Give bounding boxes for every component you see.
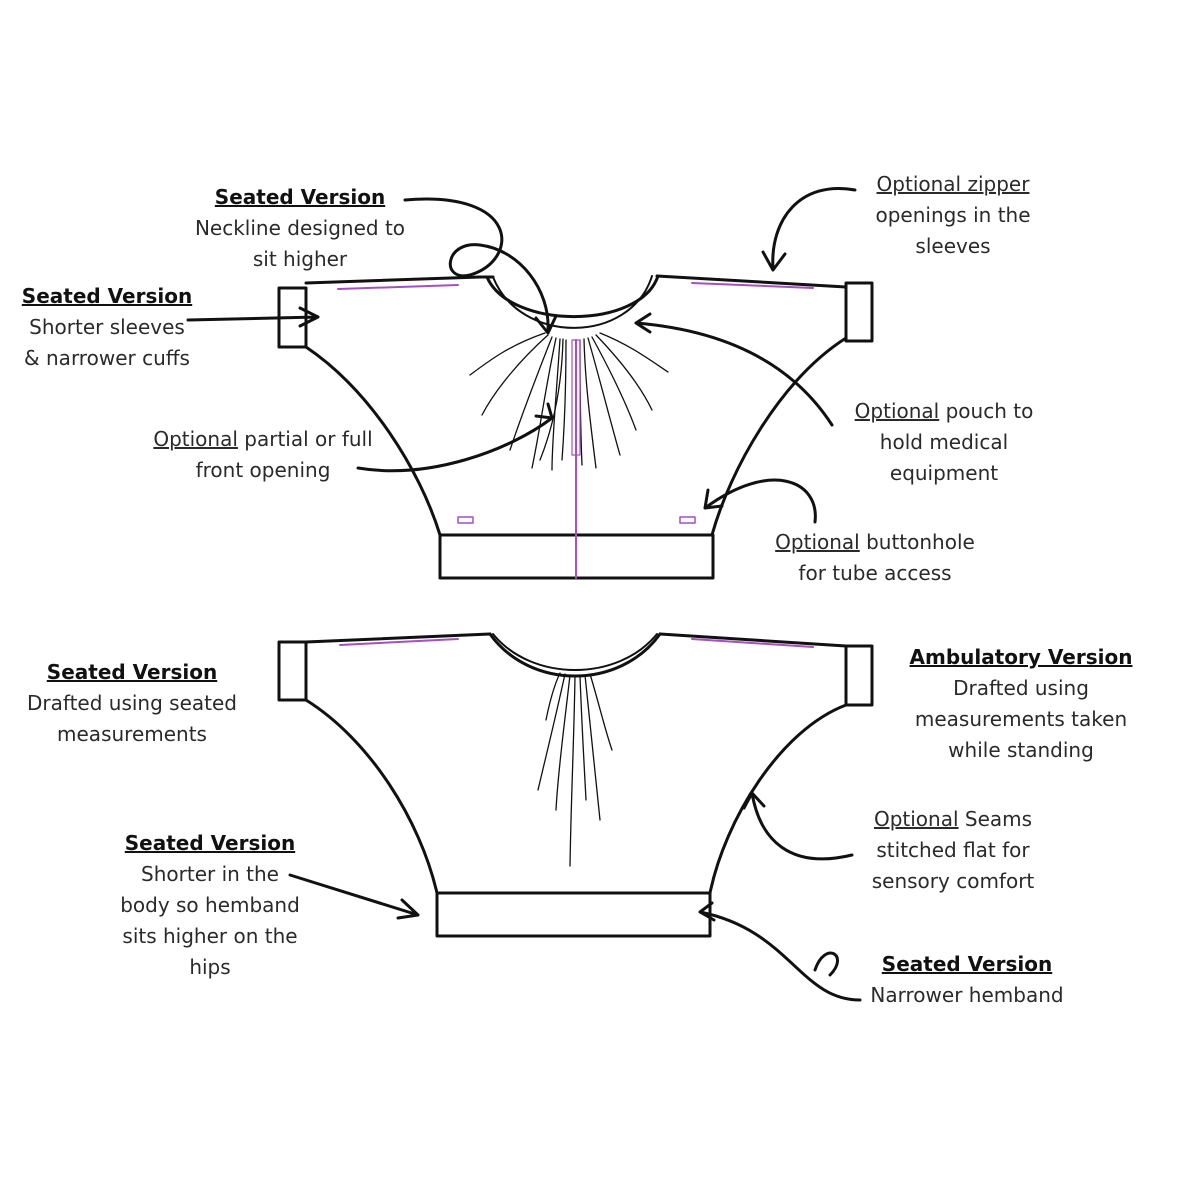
front-right-sleeve-zip — [691, 282, 814, 289]
label-drafted-seated-line1: Drafted using seated — [27, 691, 237, 715]
label-body-line3: sits higher on the — [122, 924, 298, 948]
arrow-sleeves — [186, 306, 320, 328]
label-opening-optional: Optional — [153, 427, 238, 451]
label-pouch-rest: pouch to — [939, 399, 1034, 423]
label-sleeves-line2: & narrower cuffs — [24, 346, 190, 370]
label-buttonhole-line2: for tube access — [798, 561, 952, 585]
label-body-line4: hips — [189, 955, 231, 979]
arrow-seams — [742, 791, 854, 861]
label-sleeves-title: Seated Version — [21, 284, 193, 308]
arrow-opening — [356, 402, 554, 473]
arrow-pouch — [634, 312, 834, 427]
arrow-buttonhole — [703, 478, 817, 524]
label-zipper-line1: openings in the — [875, 203, 1031, 227]
label-body-line2: body so hemband — [120, 893, 300, 917]
front-neckband — [492, 275, 653, 329]
arrow-neckline — [403, 197, 558, 335]
label-seams-line1: stitched flat for — [876, 838, 1030, 862]
front-gathers — [469, 332, 669, 471]
label-body-line1: Shorter in the — [141, 862, 279, 886]
label-seams: Optional Seams stitched flat for sensory… — [872, 804, 1035, 897]
callout-arrows — [186, 187, 862, 1002]
label-opening-line2: front opening — [195, 458, 331, 482]
label-body: Seated Version Shorter in the body so he… — [120, 828, 300, 983]
label-ambulatory-line3: while standing — [948, 738, 1094, 762]
back-gathers — [537, 672, 613, 867]
label-zipper: Optional zipper openings in the sleeves — [875, 169, 1030, 262]
label-hemband-line1: Narrower hemband — [870, 983, 1064, 1007]
label-drafted-seated-title: Seated Version — [46, 660, 218, 684]
back-left-sleeve-zip — [339, 638, 459, 646]
label-hemband-title: Seated Version — [881, 952, 1053, 976]
back-right-cuff — [844, 644, 874, 707]
label-seams-rest: Seams — [958, 807, 1033, 831]
label-body-title: Seated Version — [124, 831, 296, 855]
label-buttonhole: Optional buttonhole for tube access — [775, 527, 975, 589]
label-zipper-optional: Optional zipper — [876, 172, 1030, 196]
label-pouch-line1: hold medical — [879, 430, 1009, 454]
label-buttonhole-rest: buttonhole — [859, 530, 975, 554]
label-neckline-line2: sit higher — [252, 247, 348, 271]
label-opening: Optional partial or full front opening — [153, 424, 372, 486]
label-zipper-line2: sleeves — [915, 234, 991, 258]
label-pouch-optional: Optional — [854, 399, 940, 423]
back-left-cuff — [277, 640, 308, 702]
label-neckline: Seated Version Neckline designed to sit … — [195, 182, 405, 275]
label-ambulatory-line1: Drafted using — [953, 676, 1089, 700]
front-right-cuff — [844, 281, 874, 343]
label-hemband: Seated Version Narrower hemband — [870, 949, 1063, 1011]
back-garment — [277, 632, 874, 938]
label-opening-rest: partial or full — [237, 427, 373, 451]
label-pouch: Optional pouch to hold medical equipment — [855, 396, 1034, 489]
back-outline — [304, 632, 848, 895]
label-pouch-line2: equipment — [889, 461, 999, 485]
label-sleeves-line1: Shorter sleeves — [29, 315, 185, 339]
label-drafted-seated-line2: measurements — [57, 722, 207, 746]
front-right-buttonhole — [679, 516, 696, 524]
label-neckline-title: Seated Version — [214, 185, 386, 209]
back-neckband — [492, 633, 658, 671]
label-ambulatory-title: Ambulatory Version — [909, 645, 1133, 669]
front-zipper — [571, 339, 581, 579]
label-seams-optional: Optional — [873, 807, 959, 831]
label-drafted-seated: Seated Version Drafted using seated meas… — [27, 657, 237, 750]
label-ambulatory-line2: measurements taken — [914, 707, 1128, 731]
label-neckline-line1: Neckline designed to — [194, 216, 406, 240]
front-neckline — [485, 274, 660, 319]
label-sleeves: Seated Version Shorter sleeves & narrowe… — [22, 281, 192, 374]
arrow-body — [288, 873, 420, 920]
back-hemband — [435, 891, 712, 938]
arrow-zipper — [761, 187, 857, 272]
label-seams-line2: sensory comfort — [871, 869, 1035, 893]
label-ambulatory: Ambulatory Version Drafted using measure… — [910, 642, 1133, 766]
front-left-buttonhole — [457, 516, 474, 524]
front-garment — [277, 274, 874, 580]
label-buttonhole-optional: Optional — [775, 530, 860, 554]
back-right-sleeve-zip — [691, 638, 814, 648]
front-left-sleeve-zip — [337, 284, 459, 290]
arrow-hemband — [698, 901, 862, 1002]
